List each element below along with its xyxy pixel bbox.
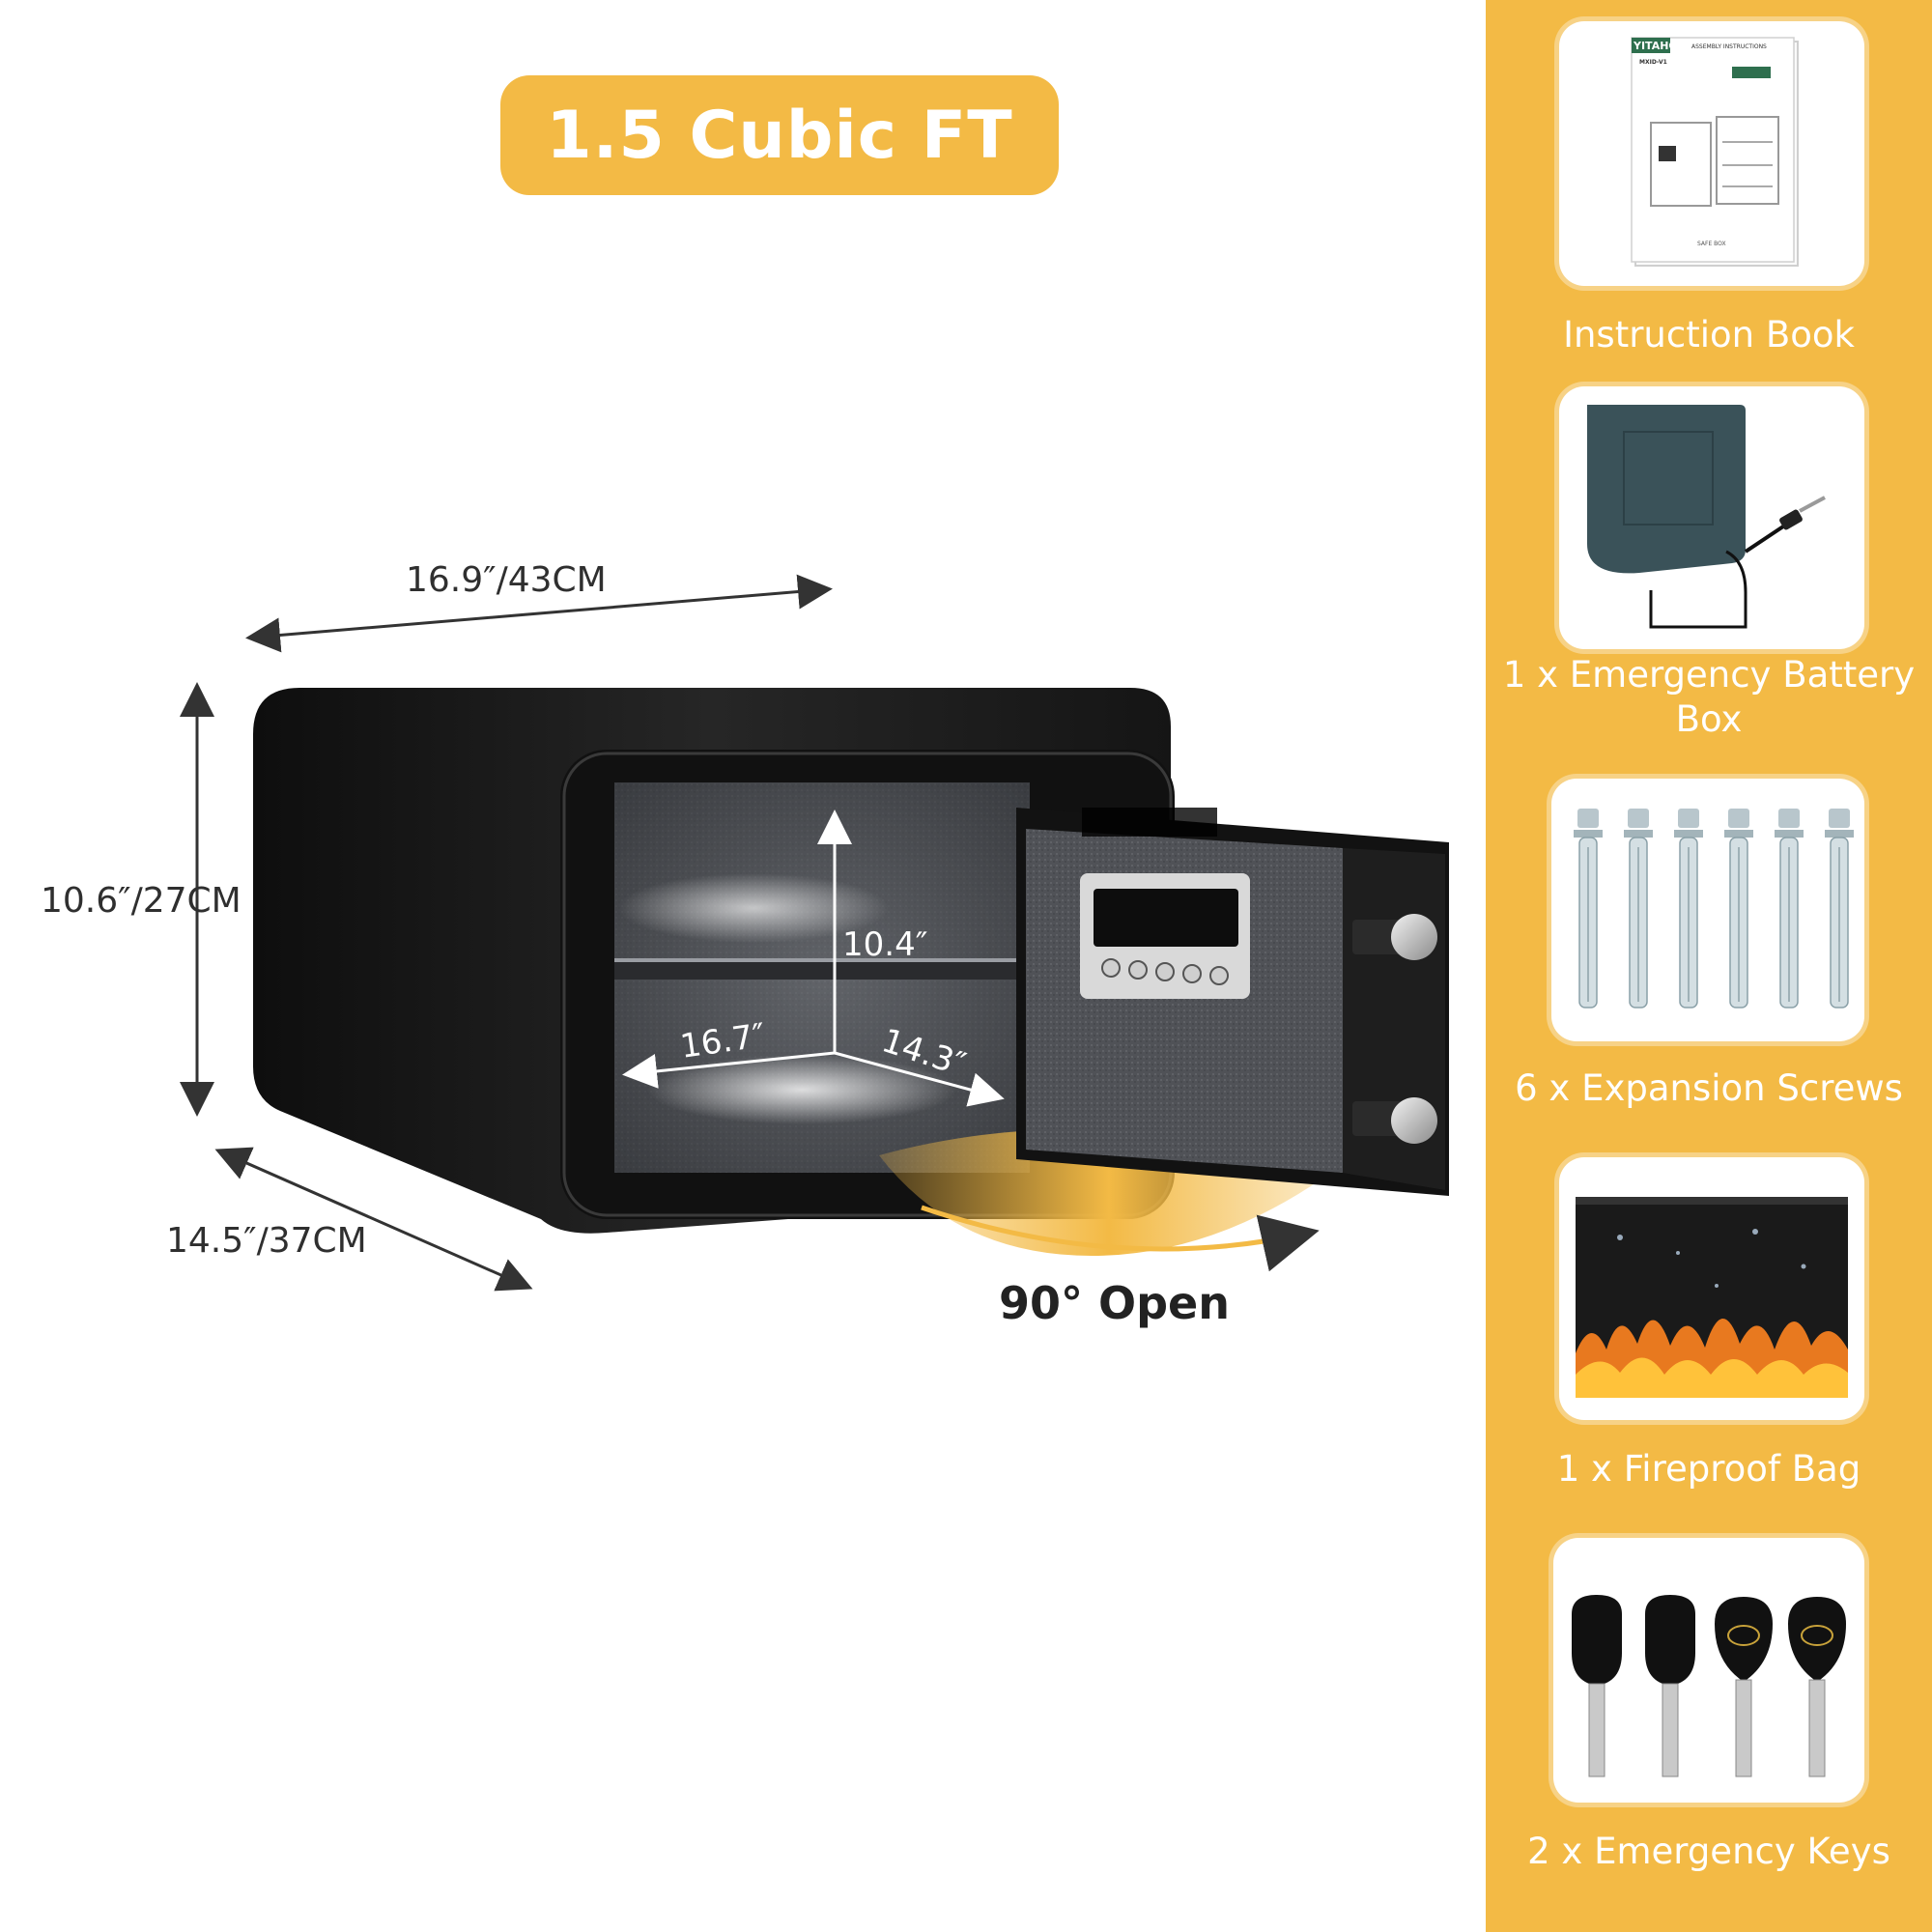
capacity-title: 1.5 Cubic FT — [546, 97, 1013, 174]
door-open-label: 90° Open — [999, 1277, 1231, 1329]
fireproof-bag-icon — [1576, 1197, 1848, 1398]
accessories-sidebar: YITAHOME ASSEMBLY INSTRUCTIONS MXID-V1 S… — [1486, 0, 1932, 1932]
lock-bolt-bottom — [1391, 1097, 1437, 1144]
safe-illustration — [180, 574, 1449, 1292]
manual-brand: YITAHOME — [1634, 40, 1696, 52]
outer-depth-label: 14.5″/37CM — [166, 1221, 367, 1261]
expansion-screw-icon — [1574, 809, 1854, 1009]
door-swing-arrow — [921, 1205, 1320, 1272]
accessory-card-instruction-book: YITAHOME ASSEMBLY INSTRUCTIONS MXID-V1 S… — [1559, 21, 1864, 286]
manual-heading: ASSEMBLY INSTRUCTIONS — [1691, 43, 1767, 50]
manual-footer: SAFE BOX — [1697, 241, 1726, 247]
accessory-label-emergency-keys: 2 x Emergency Keys — [1527, 1831, 1890, 1872]
battery-box-icon — [1587, 405, 1826, 629]
width-arrow — [245, 574, 833, 653]
accessory-card-expansion-screws — [1551, 779, 1864, 1041]
lock-bolt-top — [1391, 914, 1437, 960]
outer-height-label: 10.6″/27CM — [41, 881, 242, 921]
inner-height-label: 10.4″ — [842, 925, 928, 964]
inner-width-arrow — [622, 1051, 836, 1089]
accessory-label-expansion-screws: 6 x Expansion Screws — [1515, 1067, 1903, 1109]
accessory-card-emergency-keys — [1553, 1538, 1864, 1803]
accessory-card-battery-box — [1559, 386, 1864, 649]
accessory-label-fireproof-bag: 1 x Fireproof Bag — [1556, 1448, 1861, 1490]
screw-row — [1574, 809, 1854, 1009]
inner-depth-arrow — [834, 1051, 1005, 1107]
manual-model: MXID-V1 — [1639, 59, 1667, 66]
depth-arrow — [214, 1147, 533, 1292]
interior-shelf — [614, 958, 1030, 980]
key-icon — [1572, 1595, 1846, 1777]
manual-icon — [1631, 37, 1799, 267]
accessory-label-instruction-book: Instruction Book — [1563, 314, 1855, 355]
accessory-label-battery-box: 1 x Emergency Battery Box — [1502, 654, 1916, 740]
capacity-badge: 1.5 Cubic FT — [500, 75, 1059, 195]
accessory-card-fireproof-bag — [1559, 1157, 1864, 1420]
outer-width-label: 16.9″/43CM — [406, 560, 607, 600]
